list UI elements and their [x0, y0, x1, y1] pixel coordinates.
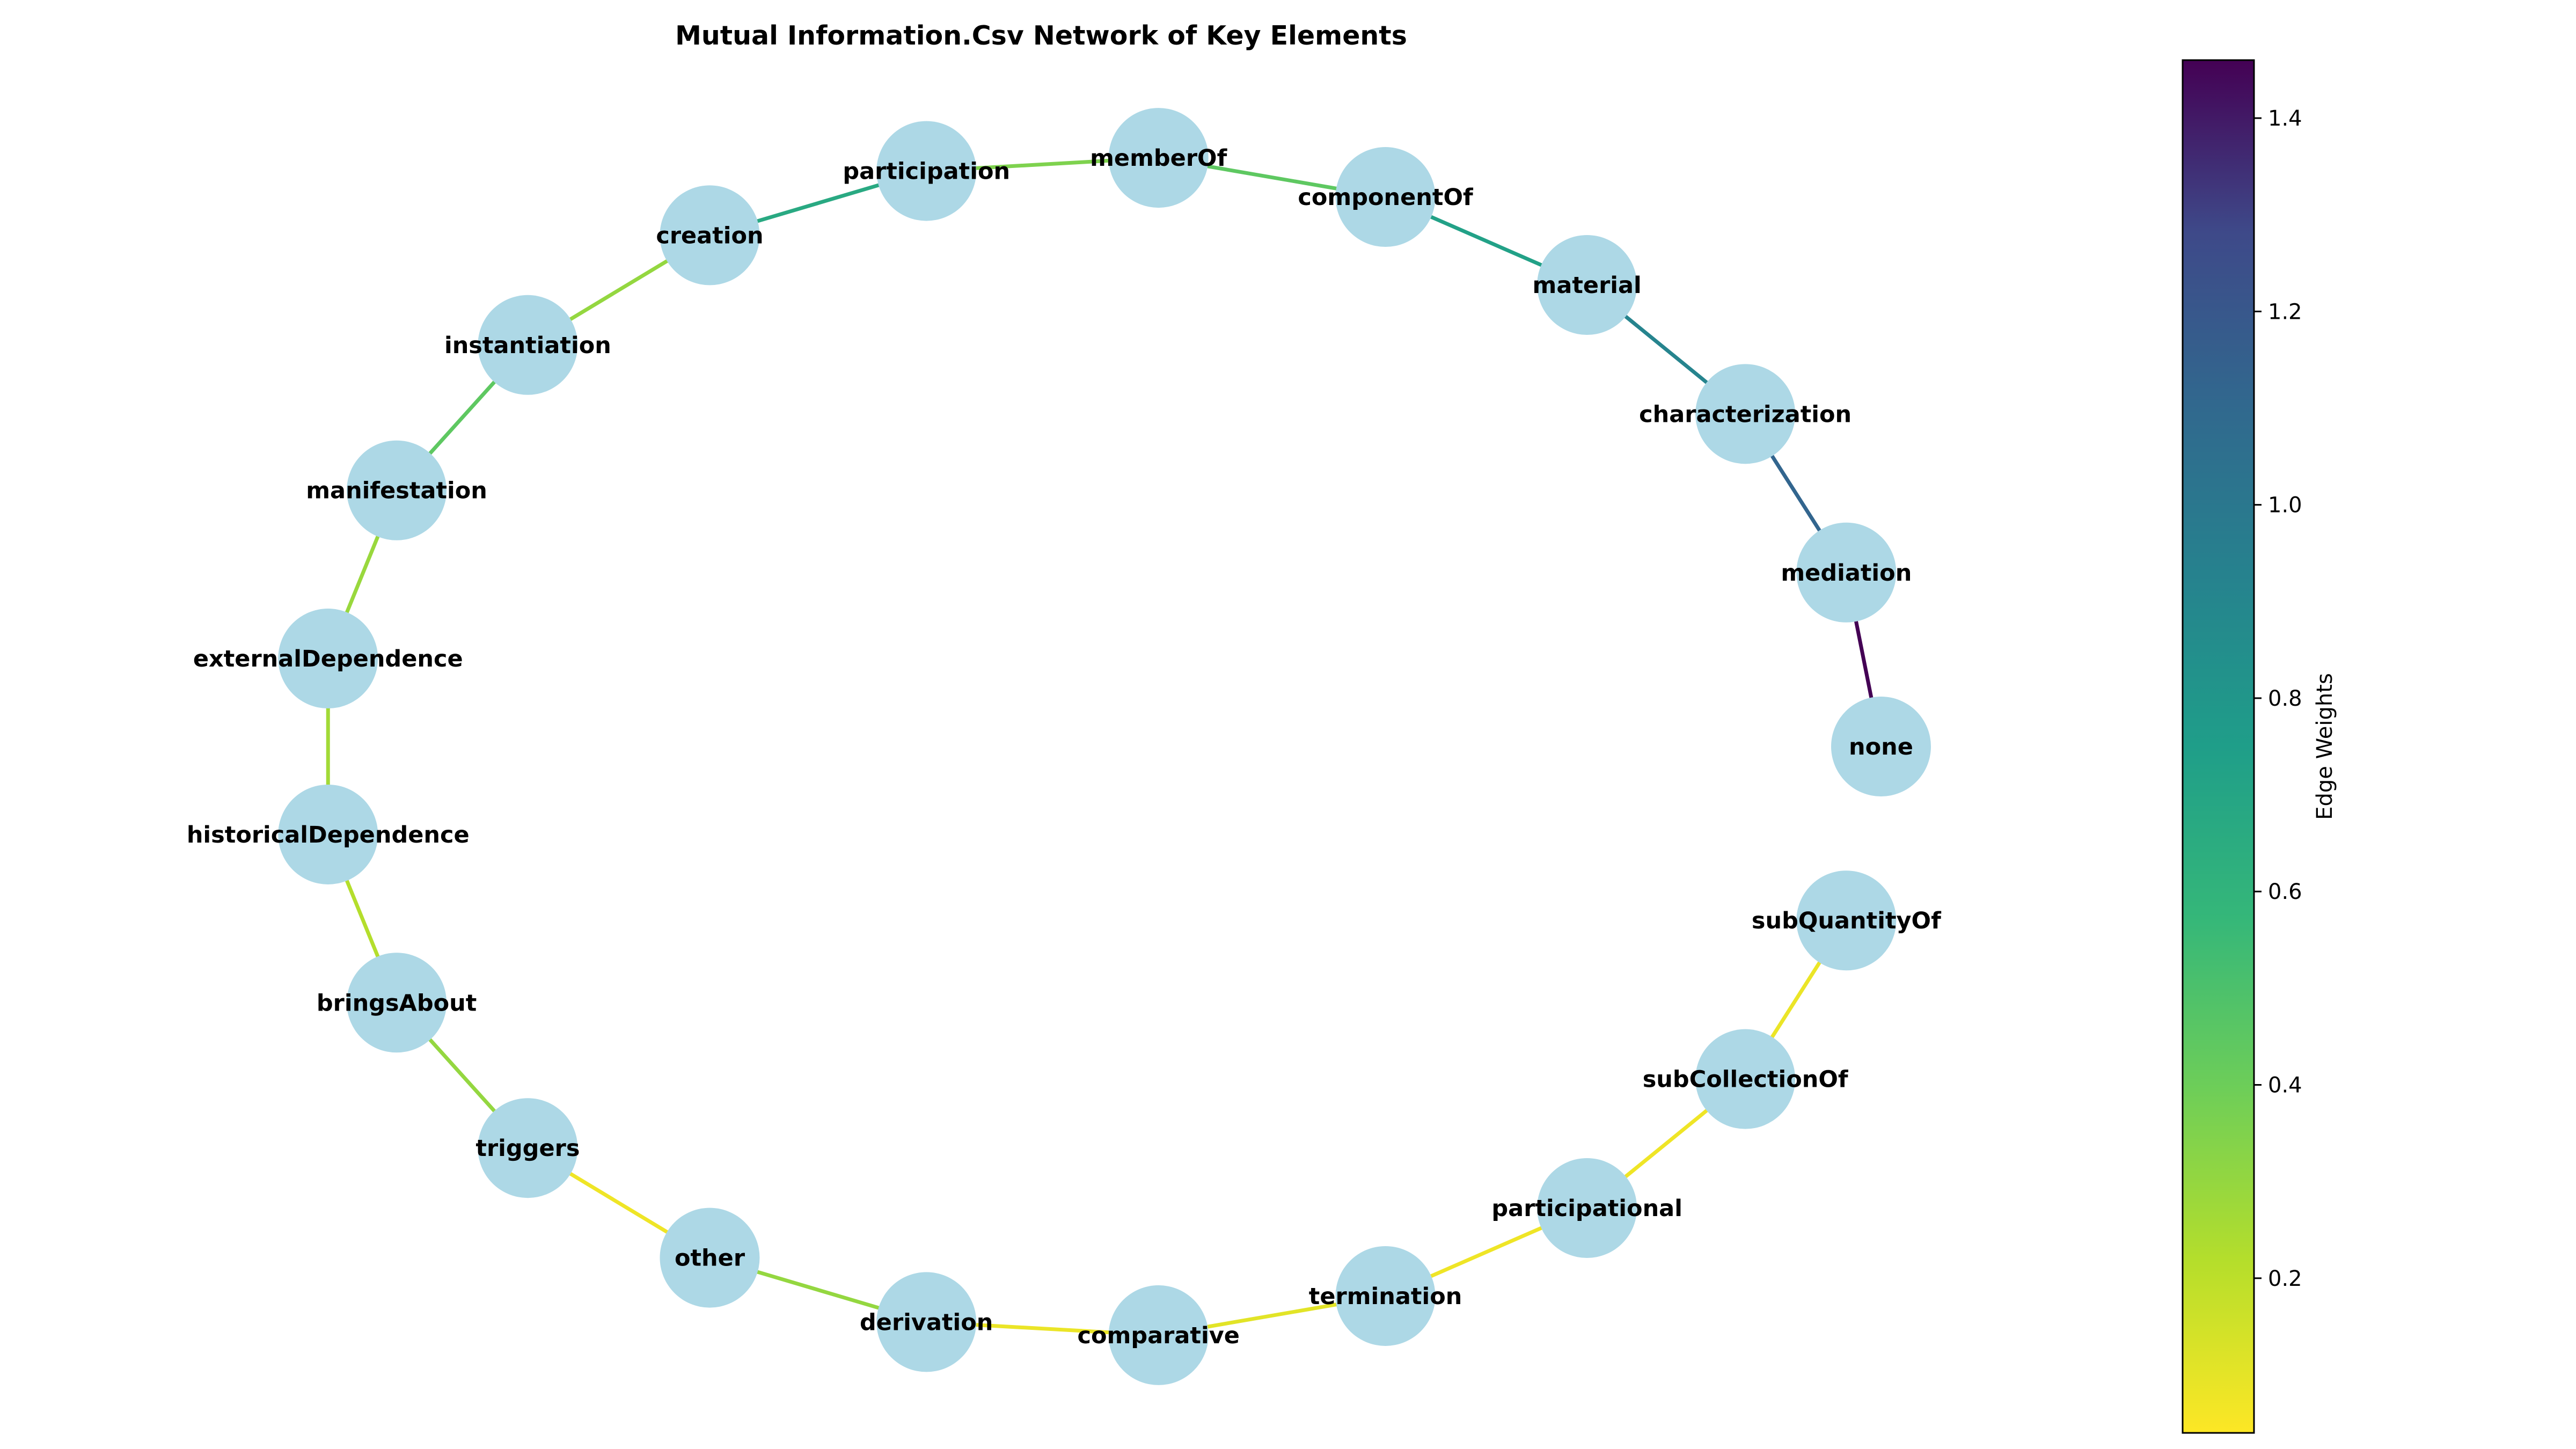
- node-label-derivation: derivation: [860, 1309, 993, 1336]
- node-memberOf: [1108, 108, 1209, 208]
- node-derivation: [876, 1272, 977, 1372]
- node-label-creation: creation: [656, 222, 763, 249]
- colorbar-tick-label: 0.4: [2268, 1073, 2302, 1097]
- colorbar-tick-label: 0.2: [2268, 1267, 2302, 1291]
- node-layer: none mediation characterization material com…: [187, 108, 1942, 1385]
- node-subQuantityOf: [1796, 870, 1897, 971]
- node-label-mediation: mediation: [1781, 560, 1912, 587]
- node-participation: [876, 121, 977, 221]
- node-instantiation: [478, 295, 578, 395]
- node-label-comparative: comparative: [1078, 1322, 1240, 1349]
- colorbar-label: Edge Weights: [2312, 673, 2337, 820]
- node-label-participation: participation: [843, 158, 1010, 185]
- node-label-memberOf: memberOf: [1090, 145, 1227, 172]
- colorbar-tick-label: 1.2: [2268, 299, 2302, 324]
- node-label-componentOf: componentOf: [1298, 184, 1474, 211]
- colorbar: 0.2 0.4 0.6 0.8 1.0 1.2 1.4 Edge Weights: [2182, 59, 2337, 1434]
- node-label-instantiation: instantiation: [444, 332, 611, 359]
- node-componentOf: [1335, 147, 1436, 247]
- node-other: [660, 1208, 760, 1308]
- node-label-material: material: [1533, 272, 1642, 299]
- node-label-termination: termination: [1309, 1283, 1462, 1310]
- node-none: [1831, 697, 1931, 796]
- node-label-triggers: triggers: [475, 1135, 580, 1162]
- node-bringsAbout: [347, 953, 447, 1053]
- colorbar-tick-label: 1.4: [2268, 106, 2302, 131]
- node-comparative: [1108, 1285, 1209, 1385]
- node-label-externalDependence: externalDependence: [193, 646, 463, 672]
- node-termination: [1335, 1246, 1436, 1346]
- node-label-characterization: characterization: [1639, 401, 1851, 428]
- node-label-none: none: [1849, 734, 1913, 760]
- node-label-subQuantityOf: subQuantityOf: [1752, 908, 1942, 934]
- colorbar-tick-label: 1.0: [2268, 493, 2302, 518]
- node-label-manifestation: manifestation: [306, 478, 487, 504]
- node-label-subCollectionOf: subCollectionOf: [1643, 1066, 1849, 1093]
- node-label-other: other: [675, 1245, 745, 1272]
- colorbar-tick-label: 0.8: [2268, 686, 2302, 711]
- node-mediation: [1796, 522, 1897, 623]
- node-characterization: [1695, 364, 1796, 464]
- node-historicalDependence: [278, 784, 378, 884]
- node-material: [1537, 235, 1637, 335]
- node-creation: [660, 185, 760, 286]
- colorbar-ticks: 0.2 0.4 0.6 0.8 1.0 1.2 1.4: [2254, 106, 2302, 1291]
- node-manifestation: [347, 440, 447, 540]
- node-triggers: [478, 1098, 578, 1198]
- colorbar-tick-label: 0.6: [2268, 880, 2302, 904]
- colorbar-gradient: [2182, 59, 2255, 1434]
- node-label-participational: participational: [1491, 1195, 1682, 1222]
- node-subCollectionOf: [1695, 1029, 1796, 1129]
- chart-title: Mutual Information.Csv Network of Key El…: [675, 20, 1407, 51]
- node-participational: [1537, 1158, 1637, 1258]
- node-externalDependence: [278, 609, 378, 709]
- node-label-historicalDependence: historicalDependence: [187, 822, 470, 848]
- node-label-bringsAbout: bringsAbout: [317, 990, 477, 1016]
